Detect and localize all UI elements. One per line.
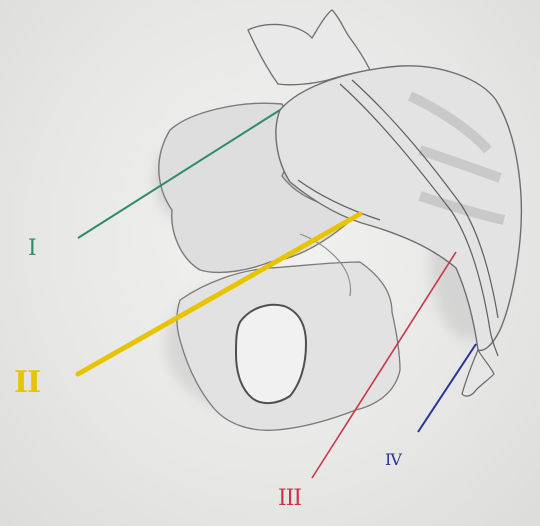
label-II: II [14,368,40,398]
obturator-foramen [236,305,306,403]
label-I: I [28,238,36,260]
label-IV: IV [385,452,401,468]
label-III: III [278,488,301,510]
